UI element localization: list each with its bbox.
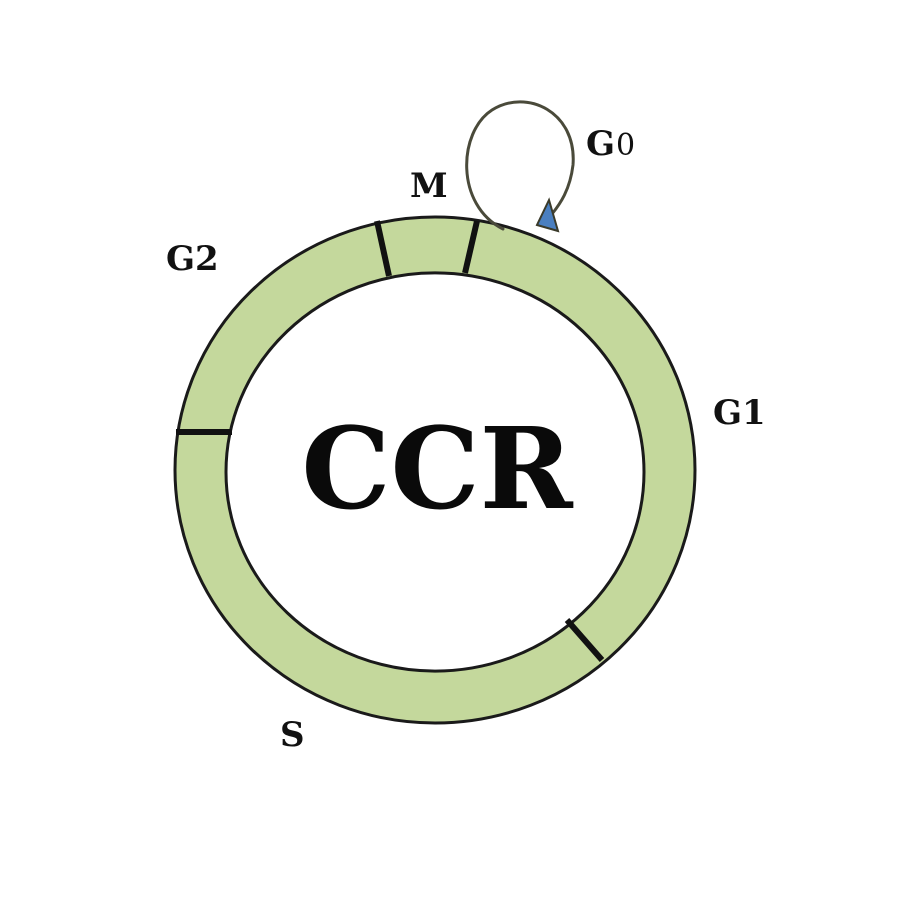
phase-label-s: S [280,715,305,755]
divider-m-g1 [462,220,480,274]
phase-label-m: M [410,166,448,206]
phase-label-g1: G1 [713,393,766,433]
divider-g2-m [374,220,392,277]
cycle-ring [173,215,697,725]
phase-label-g0-main: G [586,124,615,164]
phase-label-g0: G0 [586,124,635,164]
center-label: CCR [301,404,573,535]
divider-g1-s [564,618,605,662]
arrowhead-icon [535,197,560,233]
phase-label-g2: G2 [166,239,219,279]
phase-label-g0-subscript: 0 [616,128,635,163]
g0-loop-arrow [465,100,575,231]
